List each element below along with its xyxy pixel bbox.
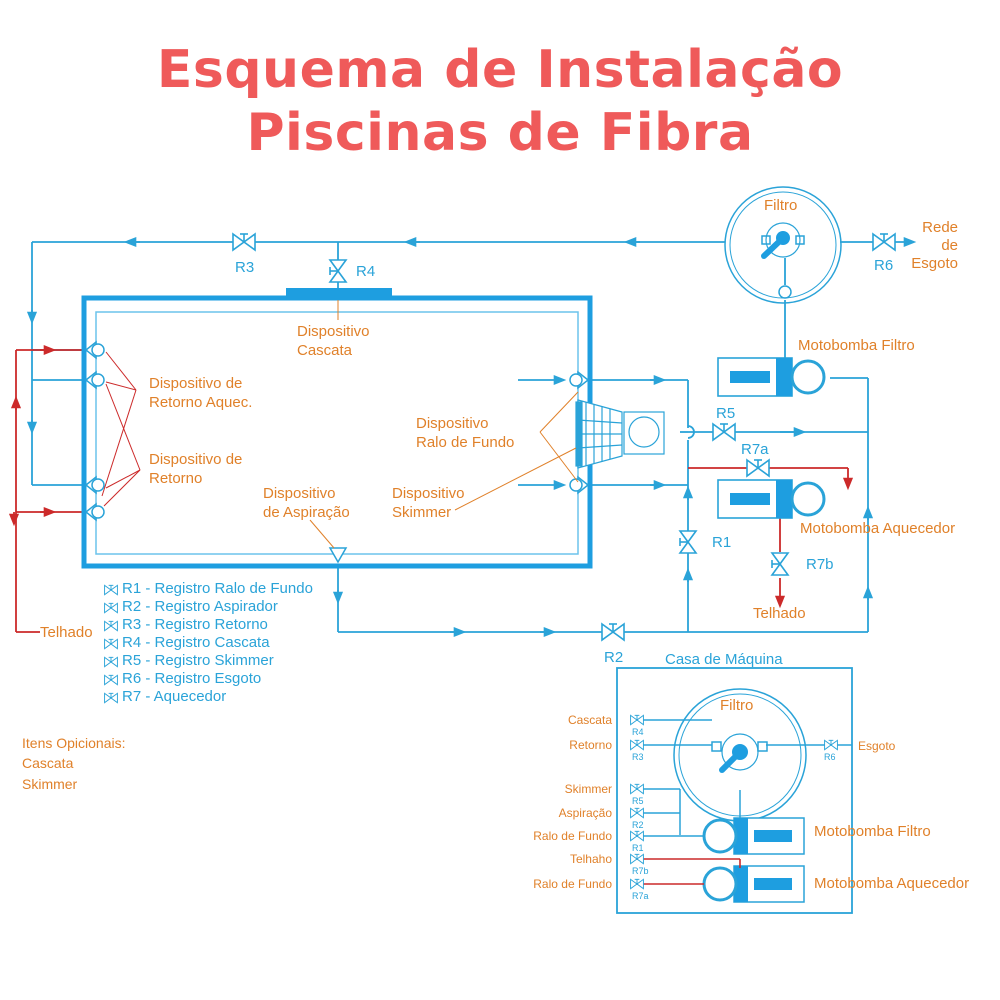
return-device-label-1: Dispositivo de [149, 451, 243, 468]
machine-room-sewer-label: Esgoto [858, 739, 896, 753]
optional-item-cascade: Cascata [22, 755, 74, 771]
title-line-1: Esquema de Instalação [156, 40, 844, 100]
legend-item-text: R4 - Registro Cascata [122, 634, 270, 651]
aspiration-device-label-2: de Aspiração [263, 504, 350, 521]
roof-label-left: Telhado [40, 624, 93, 641]
valve-label-r7a: R7a [741, 441, 769, 458]
machine-room-valves [630, 714, 838, 890]
machine-room-pump-filter-label: Motobomba Filtro [814, 823, 931, 840]
heated-return-label-1: Dispositivo de [149, 375, 243, 392]
legend-item: R2 - Registro Aspirador [122, 598, 313, 616]
skimmer-device-label-2: Skimmer [392, 504, 452, 521]
optional-item-skimmer: Skimmer [22, 776, 78, 792]
machine-room-row-valve: R4 [632, 727, 644, 737]
machine-room-row-valve: R1 [632, 843, 644, 853]
valve-label-r3: R3 [235, 259, 255, 276]
legend-item: R6 - Registro Esgoto [122, 670, 313, 688]
main-drain-label-1: Dispositivo [416, 415, 489, 432]
legend-item: R1 - Registro Ralo de Fundo [122, 580, 313, 598]
legend-item-text: R6 - Registro Esgoto [122, 670, 262, 687]
legend-item: R7 - Aquecedor [122, 688, 313, 706]
valve-label-r1: R1 [712, 534, 732, 551]
machine-room-row-label: Aspiração [558, 806, 612, 820]
legend: R1 - Registro Ralo de Fundo R2 - Registr… [122, 580, 313, 706]
machine-room-row-valve: R5 [632, 796, 644, 806]
machine-room-pump-heater-label: Motobomba Aquecedor [814, 875, 970, 892]
heated-return-label-2: Retorno Aquec. [149, 394, 253, 411]
sewer-network-label-3: Esgoto [911, 255, 958, 272]
filter-label: Filtro [764, 197, 798, 214]
valve-label-r5: R5 [716, 405, 736, 422]
machine-room-title: Casa de Máquina [665, 651, 783, 668]
legend-item: R3 - Registro Retorno [122, 616, 313, 634]
legend-item: R5 - Registro Skimmer [122, 652, 313, 670]
valve-label-r7b: R7b [806, 556, 834, 573]
machine-room-row-label: Skimmer [564, 782, 612, 796]
main-drain [575, 399, 665, 469]
cascade-device-label-1: Dispositivo [297, 323, 370, 340]
pump-heater-label: Motobomba Aquecedor [800, 520, 956, 537]
valve-label-r4: R4 [356, 263, 376, 280]
valve-label-r2: R2 [604, 649, 624, 666]
machine-room-valve-r6: R6 [824, 752, 836, 762]
machine-room-row-label: Retorno [569, 738, 612, 752]
skimmer-devices [328, 370, 590, 564]
pump-filter-top [717, 357, 826, 397]
legend-item-text: R7 - Aquecedor [122, 688, 227, 705]
machine-room-red [632, 858, 741, 885]
machine-room-row-valve: R3 [632, 752, 644, 762]
return-devices [84, 340, 105, 522]
leader-lines-orange [309, 300, 579, 549]
aspiration-device-label-1: Dispositivo [263, 485, 336, 502]
legend-valve-icons [104, 584, 118, 704]
main-drain-label-2: Ralo de Fundo [416, 434, 515, 451]
legend-item-text: R2 - Registro Aspirador [122, 598, 278, 615]
title-line-2: Piscinas de Fibra [246, 103, 754, 163]
filter-top [724, 186, 842, 304]
legend-item-text: R3 - Registro Retorno [122, 616, 268, 633]
skimmer-device-label-1: Dispositivo [392, 485, 465, 502]
pump-filter-label: Motobomba Filtro [798, 337, 915, 354]
leader-lines [101, 351, 141, 507]
valve-label-r6: R6 [874, 257, 894, 274]
pump-heater-top [717, 479, 826, 519]
legend-item: R4 - Registro Cascata [122, 634, 313, 652]
machine-room-row-valve: R7a [632, 891, 649, 901]
sewer-network-label-2: de [941, 237, 958, 254]
optional-items-heading: Itens Opicionais: [22, 735, 126, 751]
cascade-device-label-2: Cascata [297, 342, 353, 359]
roof-label-right: Telhado [753, 605, 806, 622]
machine-room-row-valve: R2 [632, 820, 644, 830]
machine-room-row-label: Cascata [567, 713, 612, 727]
legend-item-text: R5 - Registro Skimmer [122, 652, 274, 669]
machine-room-filter-label: Filtro [720, 697, 754, 714]
machine-room-row-valve: R7b [632, 866, 649, 876]
legend-item-text: R1 - Registro Ralo de Fundo [122, 580, 313, 597]
machine-room-row-label: Telhaho [569, 852, 612, 866]
return-device-label-2: Retorno [149, 470, 203, 487]
machine-room-row-label: Ralo de Fundo [533, 829, 612, 843]
machine-room-row-label: Ralo de Fundo [533, 877, 612, 891]
sewer-network-label-1: Rede [922, 219, 958, 236]
